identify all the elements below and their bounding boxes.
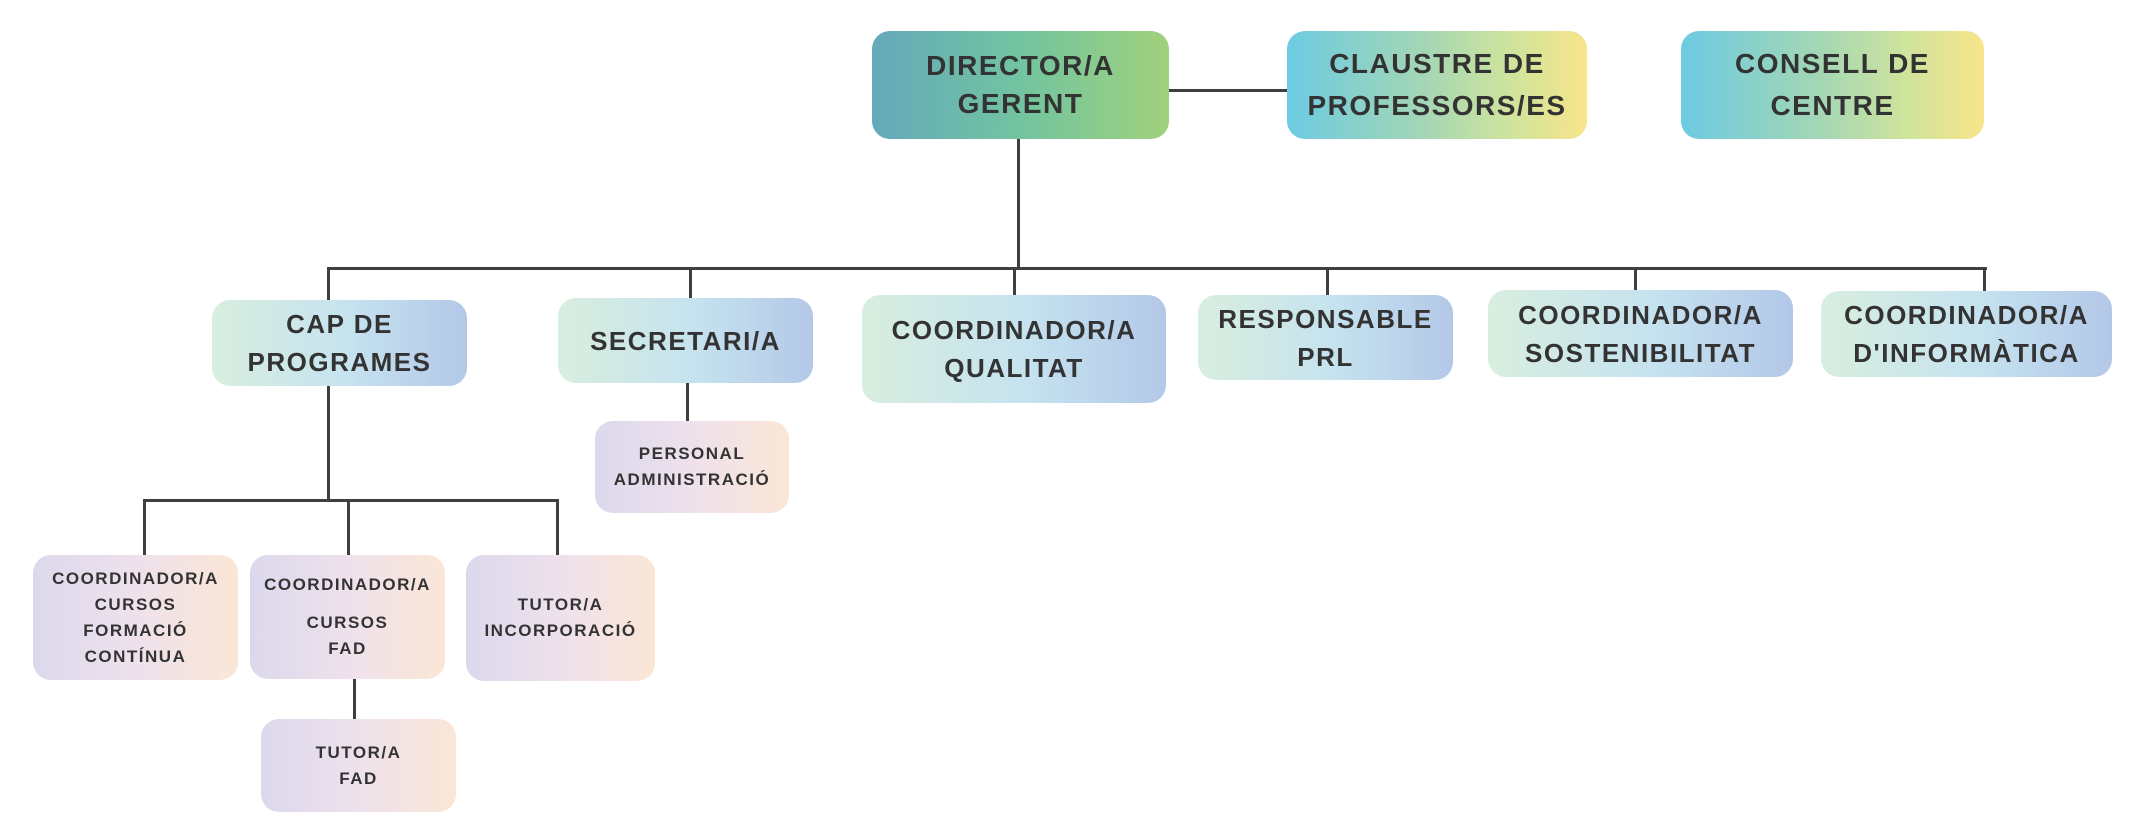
connector-level2-bus [327, 267, 1987, 270]
connector-tutor-incorporacio [556, 499, 559, 555]
node-label-line: COORDINADOR/A [52, 568, 219, 588]
node-label-line: DIRECTOR/A [926, 50, 1115, 81]
node-label-line: FAD [328, 639, 367, 658]
connector-secretari [689, 267, 692, 298]
connector-cap-programes [327, 267, 330, 300]
node-label-line: CENTRE [1770, 90, 1895, 121]
node-label-line: FORMACIÓ [83, 620, 188, 640]
connector-director-claustre [1169, 89, 1288, 92]
node-label-line: D'INFORMÀTICA [1853, 338, 2080, 368]
node-responsable-prl: RESPONSABLE PRL [1198, 295, 1453, 380]
node-label-line: CONTÍNUA [84, 646, 187, 666]
node-label-line: COORDINADOR/A [891, 315, 1137, 345]
node-coord-formacio-continua: COORDINADOR/A CURSOS FORMACIÓ CONTÍNUA [33, 555, 238, 680]
node-label-line: PROGRAMES [247, 347, 432, 377]
node-label-line: CONSELL DE [1735, 48, 1930, 79]
node-label-line: GERENT [957, 88, 1084, 119]
node-tutor-incorporacio: TUTOR/A INCORPORACIÓ [466, 555, 655, 681]
connector-level3-bus [143, 499, 559, 502]
node-label-line: INCORPORACIÓ [484, 621, 637, 640]
connector-coord-formacio [143, 499, 146, 555]
node-label-line: COORDINADOR/A [1518, 299, 1763, 330]
node-label-line: COORDINADOR/A [264, 575, 431, 594]
node-label-line: TUTOR/A [517, 595, 604, 614]
node-personal-administracio: PERSONAL ADMINISTRACIÓ [595, 421, 789, 513]
node-label-line: CAP DE [286, 309, 393, 339]
node-tutor-fad: TUTOR/A FAD [261, 719, 456, 812]
node-label-line: PROFESSORS/ES [1307, 90, 1567, 121]
node-director-gerent: DIRECTOR/A GERENT [872, 31, 1169, 139]
node-label-line: COORDINADOR/A [1844, 300, 2089, 330]
node-label-line: CURSOS [306, 613, 389, 632]
node-coord-informatica: COORDINADOR/A D'INFORMÀTICA [1821, 291, 2112, 377]
node-claustre-professors: CLAUSTRE DE PROFESSORS/ES [1287, 31, 1587, 139]
node-secretari: SECRETARI/A [558, 298, 813, 383]
connector-coord-fad-tutor-fad [353, 679, 356, 719]
node-label-line: CLAUSTRE DE [1329, 48, 1545, 79]
node-label-line: FAD [339, 768, 378, 788]
node-consell-centre: CONSELL DE CENTRE [1681, 31, 1984, 139]
connector-director-trunk [1017, 139, 1020, 270]
node-label-line: RESPONSABLE [1218, 303, 1433, 334]
connector-secretari-personal [686, 383, 689, 421]
connector-informatica [1983, 267, 1986, 291]
node-label-line: PRL [1297, 341, 1354, 372]
node-label-line: QUALITAT [944, 353, 1084, 383]
node-coord-sostenibilitat: COORDINADOR/A SOSTENIBILITAT [1488, 290, 1793, 377]
node-label-line: SOSTENIBILITAT [1525, 337, 1756, 368]
connector-coord-fad [347, 499, 350, 555]
connector-cap-trunk [327, 386, 330, 501]
connector-sostenibilitat [1634, 267, 1637, 290]
node-cap-programes: CAP DE PROGRAMES [212, 300, 467, 386]
node-label-line: ADMINISTRACIÓ [613, 470, 771, 489]
node-label-line: TUTOR/A [315, 742, 402, 762]
node-coord-qualitat: COORDINADOR/A QUALITAT [862, 295, 1166, 403]
connector-qualitat [1013, 267, 1016, 295]
connector-prl [1326, 267, 1329, 295]
node-label-line: CURSOS [94, 594, 177, 614]
node-coord-cursos-fad: COORDINADOR/A CURSOS FAD [250, 555, 445, 679]
node-label-line: PERSONAL [638, 444, 746, 463]
node-label-line: SECRETARI/A [590, 325, 781, 356]
